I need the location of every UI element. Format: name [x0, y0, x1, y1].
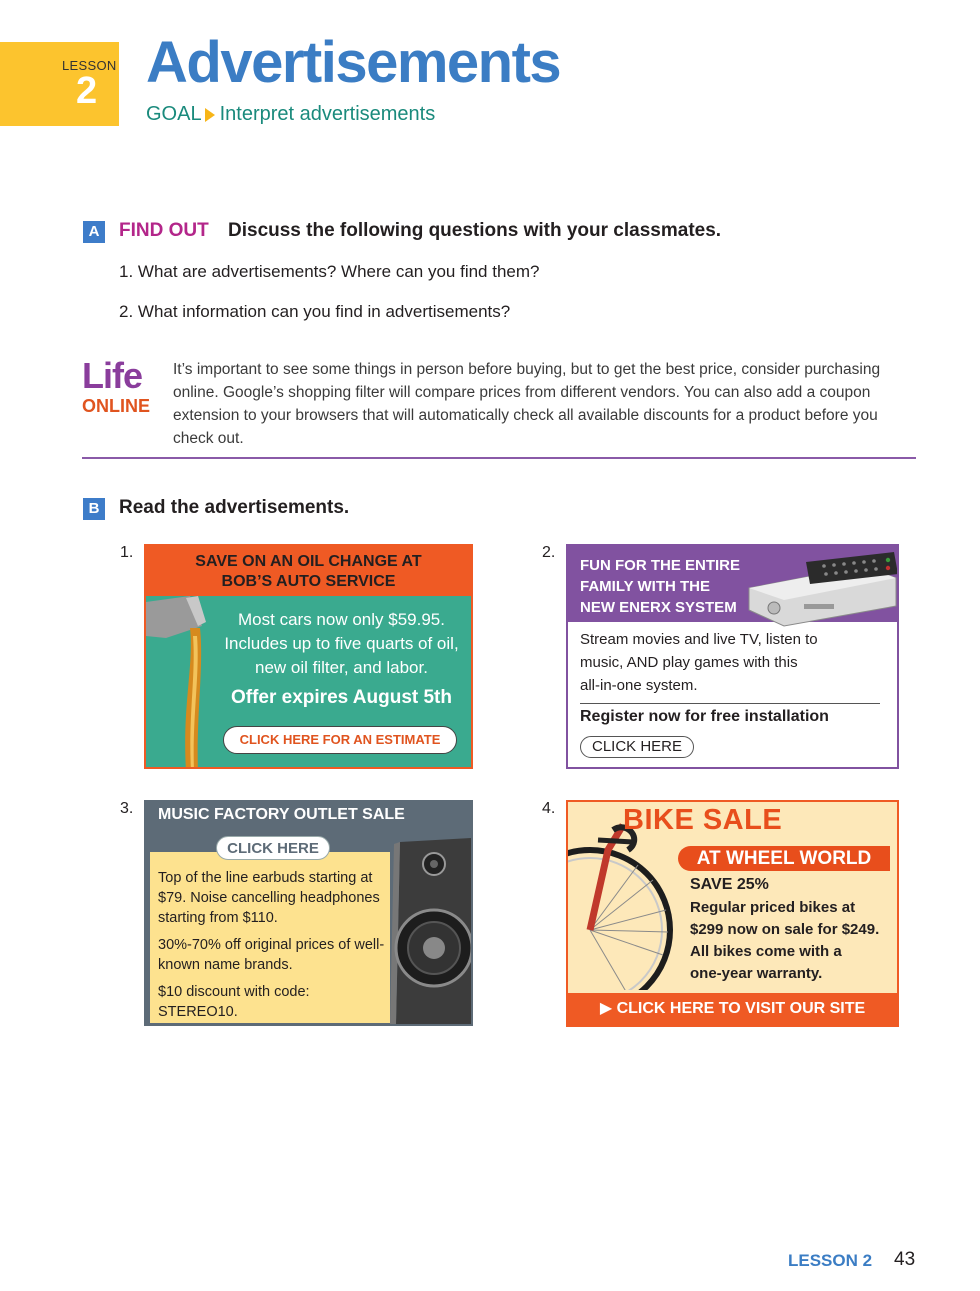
music-para-1: Top of the line earbuds starting at $79.…	[158, 870, 380, 926]
oil-ad-body-3: new oil filter, and labor.	[255, 658, 428, 677]
oil-ad-body: Most cars now only $59.95. Includes up t…	[210, 608, 471, 680]
goal-line: GOAL Interpret advertisements	[146, 103, 435, 126]
music-click-button[interactable]: CLICK HERE	[216, 836, 330, 860]
music-para-2: 30%-70% off original prices of well-know…	[158, 937, 385, 973]
music-ad-panel	[150, 852, 390, 1023]
section-b-badge: B	[83, 498, 105, 520]
ad-number-4: 4.	[542, 800, 556, 817]
bike-sale-ad: BIKE SALE AT WHEEL WORLD SAVE 25% Regula…	[566, 800, 899, 1027]
goal-arrow-icon	[204, 107, 215, 122]
estimate-button[interactable]: CLICK HERE FOR AN ESTIMATE	[223, 726, 457, 754]
ad-number-3: 3.	[120, 800, 134, 817]
music-ad-headline: MUSIC FACTORY OUTLET SALE	[158, 806, 405, 823]
section-b-instruction: Read the advertisements.	[119, 497, 350, 518]
enerx-headline-2: FAMILY WITH THE	[580, 578, 711, 595]
question-2: 2. What information can you find in adve…	[119, 302, 511, 321]
enerx-headline-1: FUN FOR THE ENTIRE	[580, 557, 740, 574]
bike-body-2: $299 now on sale for $249.	[690, 921, 880, 938]
bicycle-icon	[568, 823, 673, 990]
enerx-ad: FUN FOR THE ENTIRE FAMILY WITH THE NEW E…	[566, 544, 899, 769]
enerx-headline-3: NEW ENERX SYSTEM	[580, 599, 737, 616]
lesson-word: LESSON	[62, 58, 117, 73]
oil-ad-body-2: Includes up to five quarts of oil,	[224, 634, 459, 653]
ad-number-1: 1.	[120, 544, 134, 561]
life-logo: Life	[82, 355, 143, 396]
bike-sale-body: Regular priced bikes at $299 now on sale…	[690, 897, 890, 985]
media-player-icon	[748, 552, 897, 627]
page-number: 43	[894, 1249, 916, 1270]
enerx-divider	[580, 703, 880, 704]
oil-change-ad: SAVE ON AN OIL CHANGE AT BOB’S AUTO SERV…	[144, 544, 473, 769]
divider	[82, 457, 916, 459]
enerx-click-button[interactable]: CLICK HERE	[580, 736, 694, 758]
enerx-ad-body: Stream movies and live TV, listen to mus…	[580, 628, 880, 697]
bike-sale-discount: SAVE 25%	[690, 876, 769, 893]
enerx-body-1: Stream movies and live TV, listen to	[580, 631, 818, 648]
question-1: 1. What are advertisements? Where can yo…	[119, 262, 540, 281]
find-out-label: FIND OUT	[119, 220, 209, 241]
enerx-register: Register now for free installation	[580, 708, 829, 725]
lesson-tab: LESSON 2	[0, 42, 119, 126]
bike-body-3: All bikes come with a	[690, 943, 842, 960]
music-factory-ad: MUSIC FACTORY OUTLET SALE CLICK HERE Top…	[144, 800, 473, 1026]
life-online-text: It’s important to see some things in per…	[173, 361, 881, 447]
bike-body-4: one-year warranty.	[690, 965, 823, 982]
music-ad-body: Top of the line earbuds starting at $79.…	[158, 868, 393, 1024]
goal-label: GOAL	[146, 103, 202, 125]
footer-lesson: LESSON 2	[788, 1251, 873, 1270]
oil-ad-headline-1: SAVE ON AN OIL CHANGE AT	[195, 553, 422, 570]
bike-body-1: Regular priced bikes at	[690, 899, 856, 916]
speaker-icon	[390, 838, 471, 1024]
visit-site-button[interactable]: ▶ CLICK HERE TO VISIT OUR SITE	[568, 993, 897, 1025]
oil-ad-headline: SAVE ON AN OIL CHANGE AT BOB’S AUTO SERV…	[146, 546, 471, 596]
enerx-body-3: all-in-one system.	[580, 677, 698, 694]
oil-ad-headline-2: BOB’S AUTO SERVICE	[221, 573, 396, 590]
bike-sale-title: BIKE SALE	[623, 804, 783, 836]
page-title: Advertisements	[146, 30, 562, 95]
music-para-3: $10 discount with code: STEREO10.	[158, 984, 310, 1020]
section-a-instruction: Discuss the following questions with you…	[228, 220, 722, 241]
bike-sale-store: AT WHEEL WORLD	[678, 846, 890, 871]
oil-ad-body-1: Most cars now only $59.95.	[238, 610, 445, 629]
lesson-number: 2	[76, 70, 98, 112]
section-a-badge: A	[83, 221, 105, 243]
ad-number-2: 2.	[542, 544, 556, 561]
oil-pour-icon	[146, 596, 206, 767]
oil-ad-offer: Offer expires August 5th	[230, 687, 452, 708]
goal-text: Interpret advertisements	[219, 103, 436, 125]
enerx-ad-headline: FUN FOR THE ENTIRE FAMILY WITH THE NEW E…	[580, 555, 770, 618]
online-logo: ONLINE	[82, 396, 151, 416]
enerx-body-2: music, AND play games with this	[580, 654, 798, 671]
